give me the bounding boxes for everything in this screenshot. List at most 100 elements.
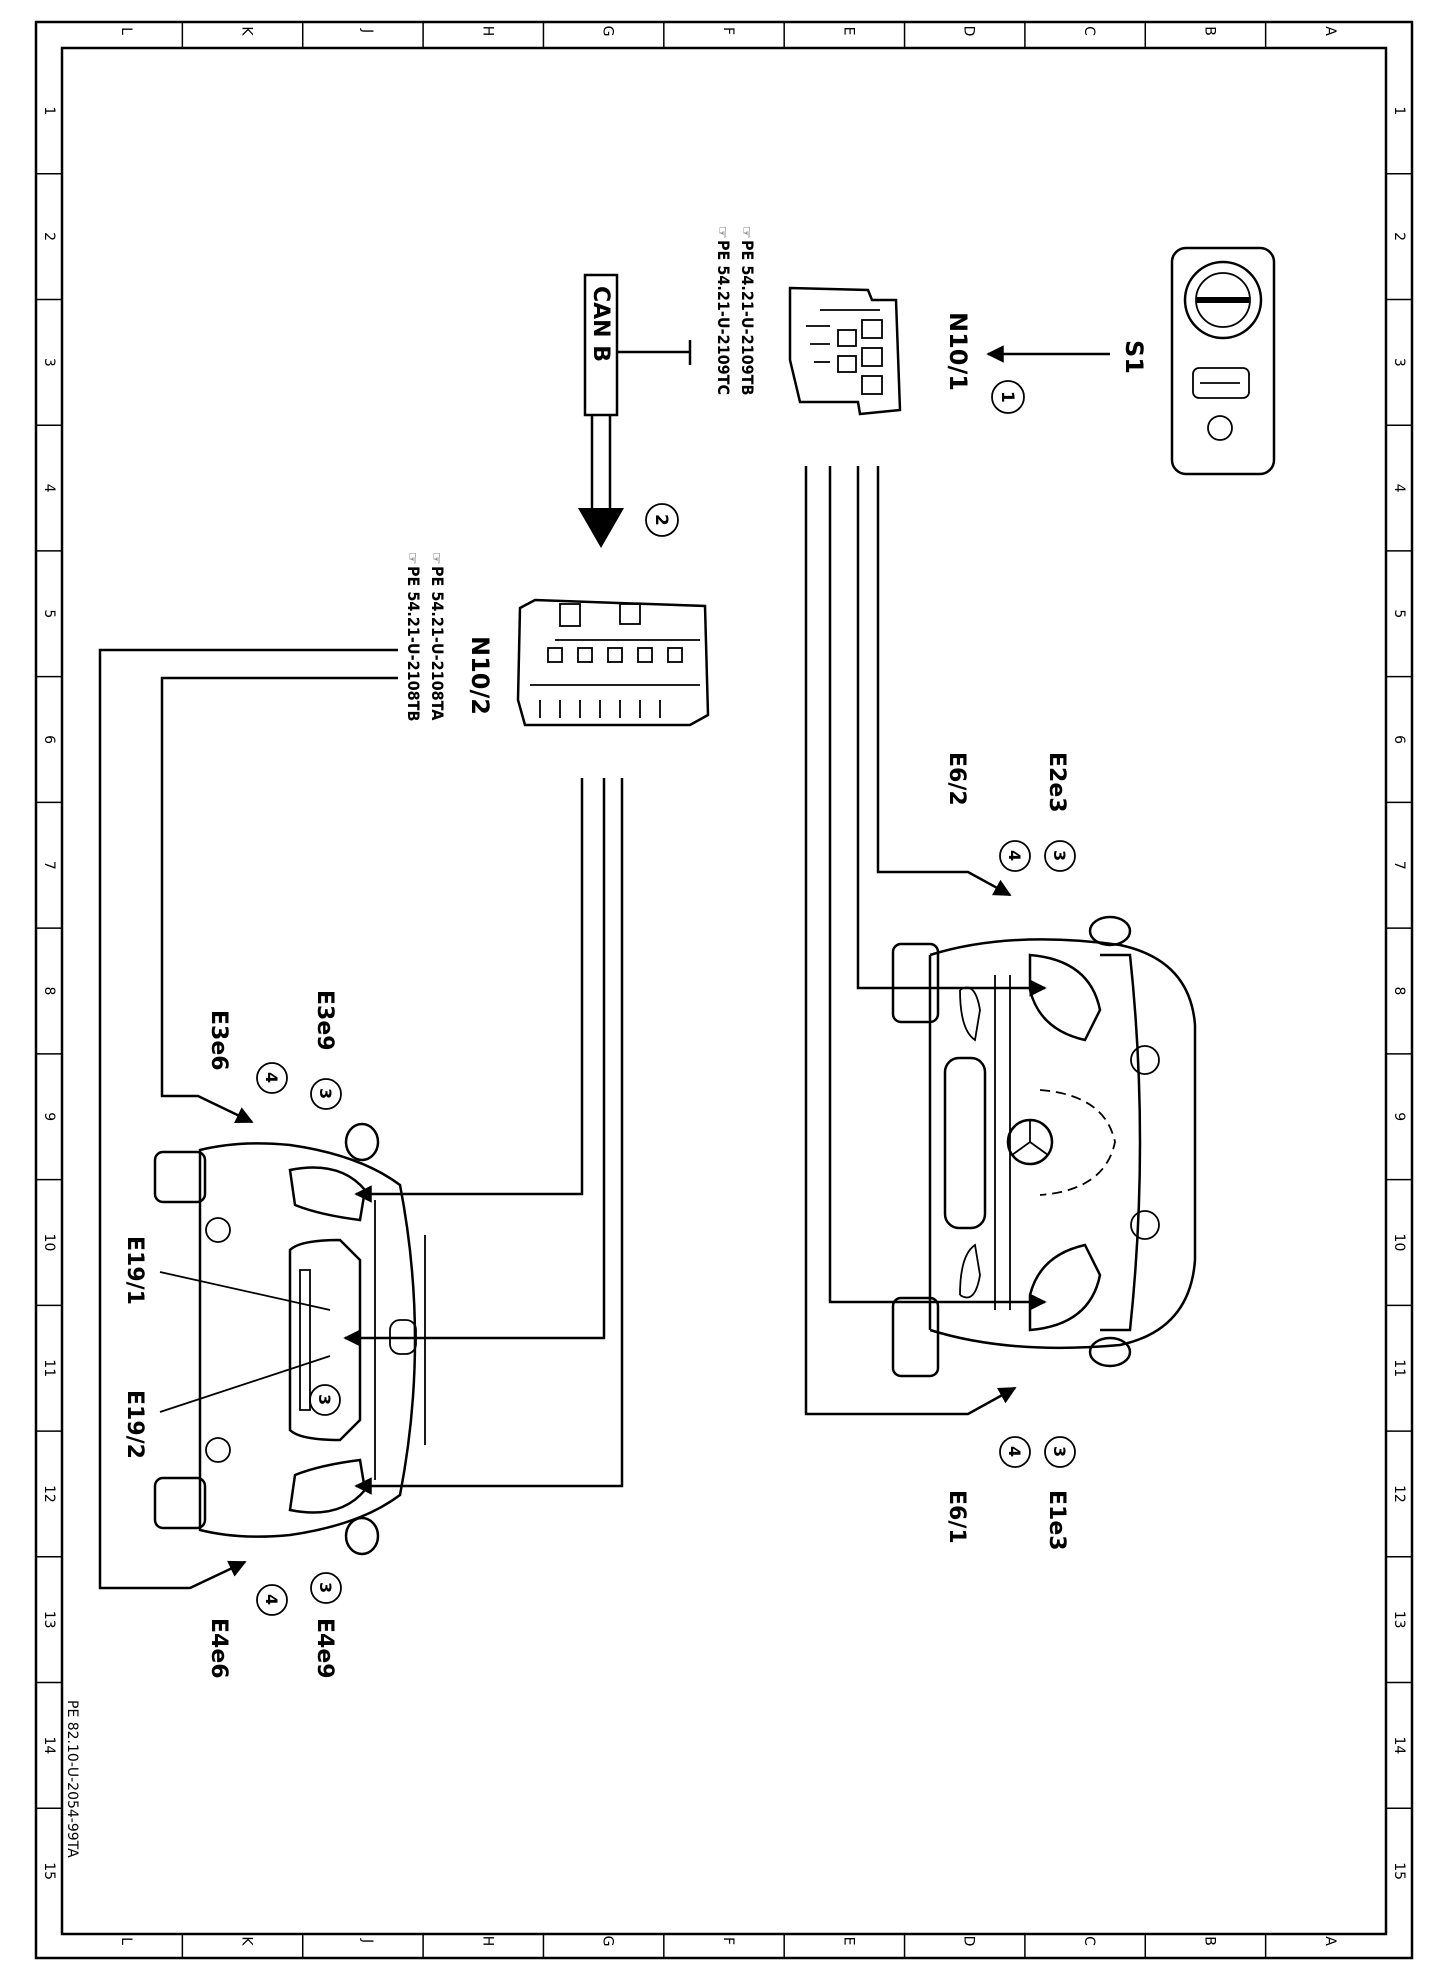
module-n10-2: [516, 598, 710, 727]
pointer-icon: ☞: [738, 226, 754, 239]
grid-number-left: 7: [41, 861, 57, 870]
label-e2e3: E2e3: [1044, 752, 1069, 813]
label-e19-2: E19/2: [122, 1390, 147, 1459]
grid-number-right: 7: [1391, 861, 1407, 870]
pointer-icon: ☞: [404, 552, 420, 565]
svg-text:3: 3: [1050, 1446, 1069, 1457]
svg-text:2: 2: [651, 514, 671, 526]
grid-number-left: 10: [41, 1234, 57, 1252]
label-n10-1: N10/1: [944, 312, 972, 391]
ref-n10-1-2: PE 54.21-U-2109TC: [714, 240, 733, 395]
label-e3e9: E3e9: [312, 990, 337, 1051]
grid-letter-top: B: [1201, 26, 1217, 36]
grid-letter-bottom: C: [1081, 1936, 1097, 1946]
svg-text:4: 4: [262, 1594, 281, 1605]
inner-frame: [60, 46, 1388, 1936]
grid-number-left: 13: [41, 1611, 57, 1629]
grid-number-left: 6: [41, 735, 57, 744]
grid-letter-top: K: [239, 26, 255, 36]
grid-letter-bottom: E: [840, 1937, 856, 1946]
wires-rear: [98, 648, 624, 1590]
circle-4: 4: [256, 1584, 288, 1616]
grid-number-right: 5: [1391, 609, 1407, 618]
grid-letter-bottom: K: [239, 1936, 255, 1946]
grid-number-right: 9: [1391, 1112, 1407, 1121]
pointer-icon: ☞: [714, 226, 730, 239]
svg-text:4: 4: [1005, 1446, 1024, 1457]
grid-number-right: 13: [1391, 1611, 1407, 1629]
grid-number-right: 4: [1391, 484, 1407, 493]
grid-number-right: 3: [1391, 358, 1407, 367]
grid-letter-top: D: [961, 26, 977, 37]
can-b-bus: [578, 273, 692, 548]
grid-letter-bottom: B: [1201, 1936, 1217, 1946]
pointer-icon: ☞: [428, 552, 444, 565]
svg-text:3: 3: [316, 1582, 335, 1593]
grid-number-left: 11: [41, 1359, 57, 1377]
grid-number-left: 15: [41, 1862, 57, 1880]
grid-number-right: 1: [1391, 106, 1407, 115]
circle-3: 3: [1044, 1436, 1076, 1468]
circle-2: 2: [645, 503, 679, 537]
ref-n10-2-1: PE 54.21-U-2108TA: [428, 566, 447, 721]
grid-letter-top: H: [479, 26, 495, 37]
grid-letter-bottom: J: [359, 1938, 375, 1943]
grid-letter-top: F: [720, 27, 736, 35]
grid-number-left: 9: [41, 1112, 57, 1121]
circle-1: 1: [991, 380, 1025, 414]
outer-frame: [34, 20, 1414, 1960]
car-rear: [153, 1122, 426, 1556]
svg-text:4: 4: [1005, 850, 1024, 861]
label-e4e6: E4e6: [206, 1618, 231, 1679]
grid-number-left: 12: [41, 1485, 57, 1503]
circle-4: 4: [999, 840, 1031, 872]
document-reference: PE 82.10-U-2054-99TA: [64, 1700, 80, 1858]
grid-number-right: 14: [1391, 1736, 1407, 1754]
grid-number-left: 3: [41, 358, 57, 367]
ref-n10-2-2: PE 54.21-U-2108TB: [404, 566, 423, 721]
label-e6-1: E6/1: [944, 1490, 969, 1544]
leader-e19-1: [159, 1271, 331, 1311]
label-e3e6: E3e6: [206, 1010, 231, 1071]
label-e1e3: E1e3: [1044, 1490, 1069, 1551]
circle-3: 3: [310, 1078, 342, 1110]
leader-e19-2: [159, 1355, 331, 1413]
light-switch-s1: [1170, 246, 1276, 476]
grid-letter-top: C: [1081, 26, 1097, 36]
grid-number-right: 10: [1391, 1234, 1407, 1252]
grid-letter-bottom: D: [961, 1936, 977, 1947]
svg-text:3: 3: [315, 1394, 334, 1405]
grid-number-left: 4: [41, 484, 57, 493]
circle-3: 3: [1044, 840, 1076, 872]
wires-front: [804, 466, 1047, 1416]
grid-letter-top: J: [359, 28, 375, 33]
svg-text:3: 3: [316, 1088, 335, 1099]
grid-number-right: 6: [1391, 735, 1407, 744]
label-e6-2: E6/2: [944, 752, 969, 806]
grid-number-right: 11: [1391, 1359, 1407, 1377]
grid-letter-bottom: A: [1322, 1936, 1338, 1946]
circle-3: 3: [310, 1572, 342, 1604]
circle-3: 3: [309, 1384, 341, 1416]
grid-letter-top: E: [840, 27, 856, 36]
grid-letter-top: L: [118, 27, 134, 35]
grid-letter-top: A: [1322, 26, 1338, 36]
grid-number-right: 12: [1391, 1485, 1407, 1503]
grid-number-left: 8: [41, 987, 57, 996]
grid-number-left: 14: [41, 1736, 57, 1754]
label-can-b: CAN B: [588, 286, 613, 362]
grid-number-left: 5: [41, 609, 57, 618]
grid-letter-top: G: [600, 26, 616, 37]
car-front: [891, 915, 1197, 1378]
circle-4: 4: [999, 1436, 1031, 1468]
svg-text:3: 3: [1050, 850, 1069, 861]
grid-letter-bottom: G: [600, 1936, 616, 1947]
grid-number-left: 1: [41, 106, 57, 115]
grid-letter-bottom: F: [720, 1937, 736, 1945]
grid-number-right: 8: [1391, 987, 1407, 996]
grid-number-right: 2: [1391, 232, 1407, 241]
grid-number-right: 15: [1391, 1862, 1407, 1880]
